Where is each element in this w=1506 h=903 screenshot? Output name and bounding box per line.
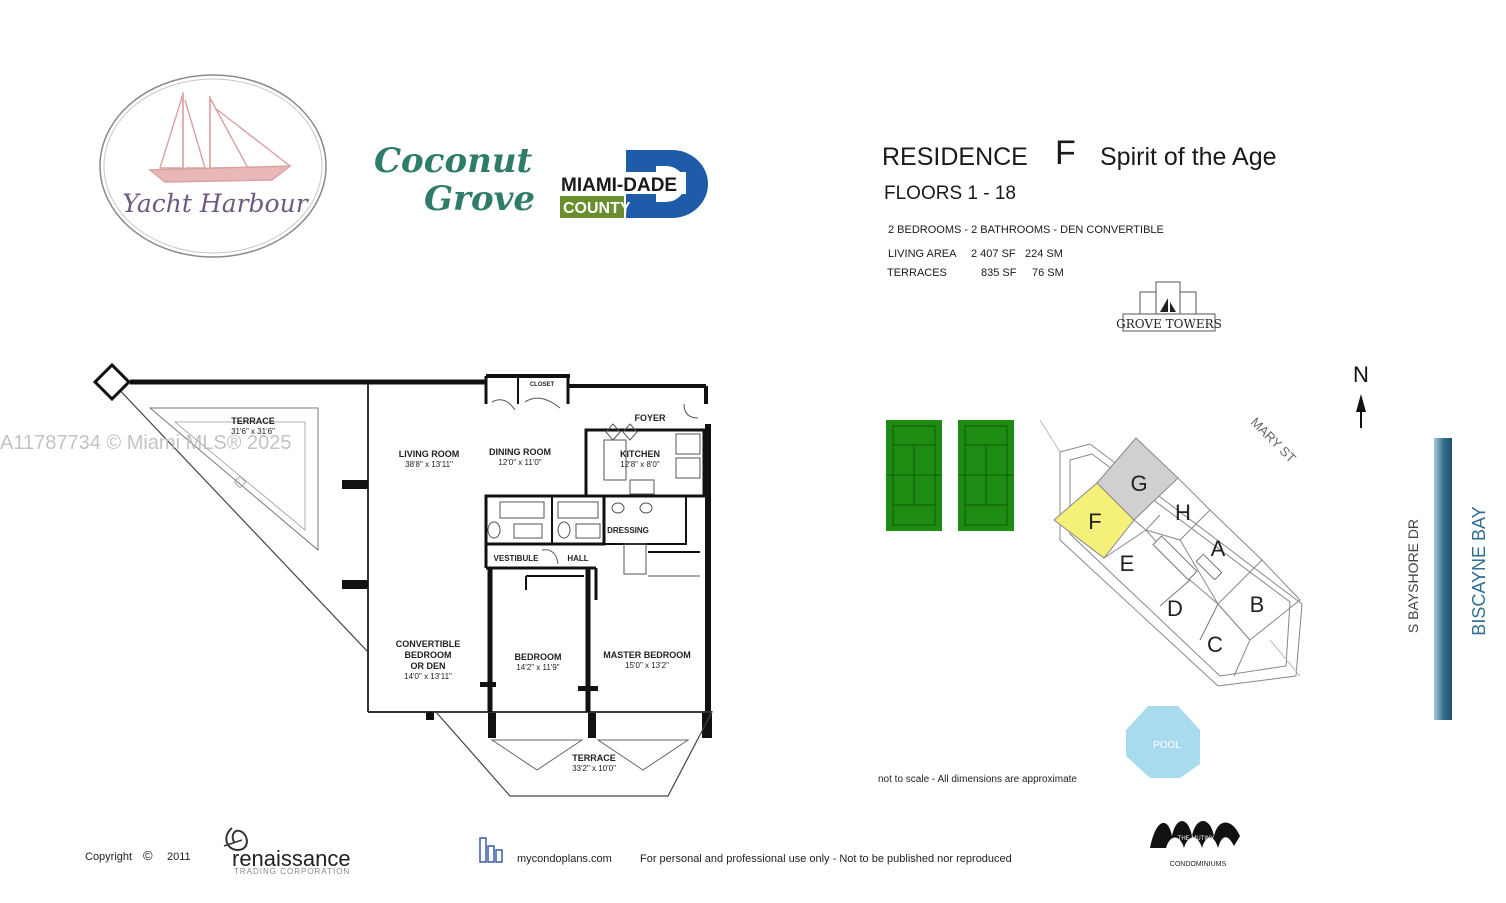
coconut-grove-logo: Coconut Grove bbox=[374, 141, 535, 219]
mutiny-top-text: THE MUTINY bbox=[1178, 836, 1215, 842]
convertible-label-3: OR DEN bbox=[410, 661, 445, 671]
pool: POOL bbox=[1126, 706, 1200, 778]
living-room-label: LIVING ROOM bbox=[399, 449, 460, 459]
master-bedroom-dim: 15'0" x 13'2" bbox=[625, 661, 669, 670]
renaissance-sub-text: TRADING CORPORATION bbox=[234, 867, 350, 876]
usage-notice: For personal and professional use only -… bbox=[640, 853, 1012, 865]
north-label: N bbox=[1353, 362, 1369, 387]
kitchen-dim: 12'8" x 8'0" bbox=[620, 460, 660, 469]
dining-room-label: DINING ROOM bbox=[489, 447, 551, 457]
living-room-dim: 38'8" x 13'11" bbox=[405, 460, 453, 469]
bedroom-label: BEDROOM bbox=[515, 652, 562, 662]
scale-note: not to scale - All dimensions are approx… bbox=[878, 774, 1077, 785]
north-arrow-icon bbox=[1356, 394, 1366, 412]
grove-towers-logo: GROVE TOWERS bbox=[1116, 281, 1222, 332]
renaissance-logo: renaissance TRADING CORPORATION bbox=[223, 827, 351, 876]
terraces-sm: 76 SM bbox=[1032, 267, 1064, 279]
copyright-symbol: © bbox=[143, 848, 153, 863]
biscayne-bay-strip bbox=[1434, 438, 1452, 720]
hall-label: HALL bbox=[567, 554, 588, 563]
bedroom-dim: 14'2" x 11'9" bbox=[516, 663, 559, 672]
miami-dade-logo: MIAMI-DADE COUNTY bbox=[560, 150, 708, 218]
tennis-court-1 bbox=[886, 420, 942, 531]
convertible-dim: 14'0" x 13'11" bbox=[404, 672, 452, 681]
mutiny-logo: THE MUTINY CONDOMINIUMS bbox=[1150, 821, 1240, 868]
floors-text: FLOORS 1 - 18 bbox=[884, 183, 1016, 204]
living-area-label: LIVING AREA bbox=[888, 248, 957, 260]
terraces-sf: 835 SF bbox=[981, 267, 1017, 279]
biscayne-bay-label: BISCAYNE BAY bbox=[1469, 506, 1489, 635]
unit-e-label: E bbox=[1120, 551, 1135, 576]
unit-floor-plan bbox=[92, 362, 713, 797]
room-labels: TERRACE 31'6" x 31'6" LIVING ROOM 38'8" … bbox=[231, 382, 691, 773]
unit-letters: G F H A E D B C bbox=[1088, 471, 1264, 657]
unit-d-label: D bbox=[1167, 596, 1183, 621]
convertible-label-2: BEDROOM bbox=[405, 650, 452, 660]
living-area-sm: 224 SM bbox=[1025, 248, 1063, 260]
terrace-left-dim: 31'6" x 31'6" bbox=[231, 427, 275, 436]
unit-h-label: H bbox=[1175, 500, 1191, 525]
grove-towers-text: GROVE TOWERS bbox=[1116, 317, 1222, 331]
terrace-left-label: TERRACE bbox=[231, 416, 275, 426]
foyer-label: FOYER bbox=[634, 413, 666, 423]
mary-st-label: MARY ST bbox=[1248, 415, 1299, 466]
coconut-text: Coconut bbox=[374, 141, 533, 181]
mycondoplans-icon bbox=[479, 837, 503, 863]
grove-text: Grove bbox=[424, 179, 535, 219]
bayshore-label: S BAYSHORE DR bbox=[1405, 519, 1421, 633]
residence-label: RESIDENCE bbox=[882, 143, 1028, 171]
renaissance-text: renaissance bbox=[232, 846, 351, 871]
county-text: COUNTY bbox=[563, 200, 631, 217]
mutiny-sub-text: CONDOMINIUMS bbox=[1170, 861, 1227, 868]
yacht-harbour-logo: Yacht Harbour bbox=[99, 74, 327, 258]
pool-label: POOL bbox=[1153, 740, 1181, 751]
terrace-bottom bbox=[434, 711, 713, 797]
unit-a-label: A bbox=[1211, 536, 1226, 561]
unit-g-label: G bbox=[1130, 471, 1147, 496]
mycondoplans-text: mycondoplans.com bbox=[517, 853, 612, 865]
schooner-icon bbox=[148, 92, 293, 183]
yacht-harbour-text: Yacht Harbour bbox=[122, 189, 309, 218]
copyright-year: 2011 bbox=[167, 851, 191, 863]
residence-letter: F bbox=[1055, 134, 1076, 172]
terraces-label: TERRACES bbox=[887, 267, 947, 279]
closet-label: CLOSET bbox=[530, 382, 555, 388]
building-footprint bbox=[1039, 419, 1303, 687]
kitchen-label: KITCHEN bbox=[620, 449, 660, 459]
mls-watermark: A11787734 © Miami MLS® 2025 bbox=[0, 432, 291, 454]
master-bedroom-label: MASTER BEDROOM bbox=[603, 650, 691, 660]
dining-room-dim: 12'0" x 11'0" bbox=[498, 458, 541, 467]
corner-column bbox=[92, 362, 132, 402]
site-plan: G F H A E D B C MARY ST N S BAYSHORE DR … bbox=[878, 362, 1489, 785]
bed-bath-text: 2 BEDROOMS - 2 BATHROOMS - DEN CONVERTIB… bbox=[888, 224, 1164, 236]
living-area-sf: 2 407 SF bbox=[971, 248, 1016, 260]
unit-b-label: B bbox=[1250, 592, 1265, 617]
terrace-bottom-label: TERRACE bbox=[572, 753, 616, 763]
vestibule-label: VESTIBULE bbox=[494, 554, 540, 563]
copyright-label: Copyright bbox=[85, 851, 132, 863]
unit-c-label: C bbox=[1207, 632, 1223, 657]
convertible-label-1: CONVERTIBLE bbox=[396, 639, 461, 649]
tennis-court-2 bbox=[958, 420, 1014, 531]
unit-f-label: F bbox=[1088, 509, 1101, 534]
residence-name: Spirit of the Age bbox=[1100, 143, 1277, 171]
dressing-label: DRESSING bbox=[607, 526, 649, 535]
terrace-bottom-dim: 33'2" x 10'0" bbox=[572, 764, 616, 773]
miami-dade-text: MIAMI-DADE bbox=[561, 175, 677, 196]
north-arrow: N bbox=[1353, 362, 1369, 428]
